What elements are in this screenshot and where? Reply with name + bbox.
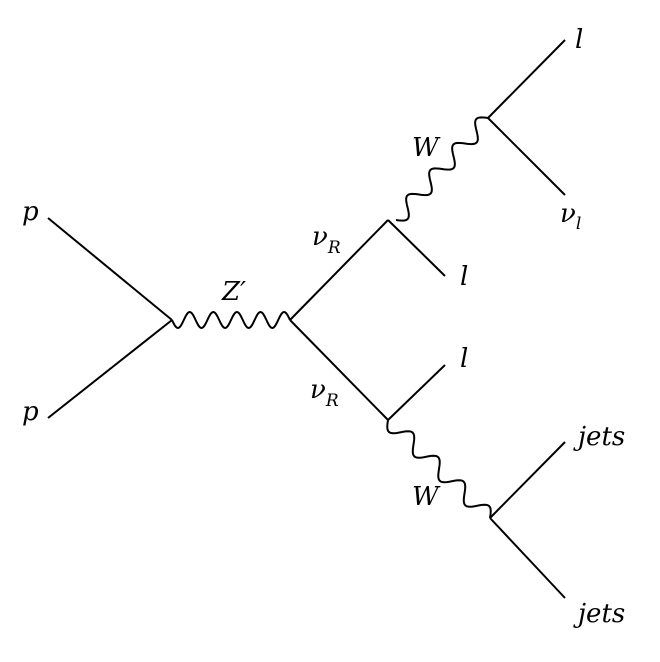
label-proton-bottom: p — [22, 397, 39, 427]
label-nu-r-top-sub: R — [327, 238, 341, 258]
label-proton-top: p — [22, 197, 39, 227]
w-top-propagator — [395, 116, 489, 222]
label-lepton-top-right: l — [575, 25, 583, 55]
label-lepton-mid-bottom: l — [460, 344, 468, 374]
label-nu-l-main: ν — [560, 199, 576, 229]
jets-bottom-line — [489, 517, 566, 599]
label-nu-r-bottom: νR — [310, 375, 339, 411]
label-jets-bottom: jets — [573, 599, 625, 629]
nu-r-top-line — [289, 219, 389, 321]
label-nu-r-bottom-sub: R — [325, 391, 339, 411]
proton-top-line — [47, 217, 173, 321]
label-jets-top: jets — [573, 422, 625, 452]
nu-r-bottom-line — [289, 319, 389, 421]
label-nu-r-bottom-main: ν — [310, 375, 326, 405]
label-lepton-mid-top: l — [460, 262, 468, 292]
proton-bottom-line — [47, 319, 173, 419]
label-zprime: Z′ — [221, 277, 246, 307]
label-w-bottom: W — [412, 482, 441, 512]
label-nu-l: νl — [560, 199, 581, 234]
label-nu-r-top-main: ν — [312, 222, 328, 252]
lepton-top-right-line — [487, 39, 566, 119]
zprime-propagator — [171, 310, 291, 330]
label-w-top: W — [412, 133, 441, 163]
lepton-mid-top-line — [387, 219, 446, 277]
lepton-mid-bottom-line — [387, 364, 446, 421]
w-bottom-propagator — [386, 419, 492, 519]
label-nu-l-sub: l — [576, 214, 581, 234]
nu-l-line — [487, 117, 566, 196]
jets-top-line — [489, 441, 566, 519]
label-nu-r-top: νR — [312, 222, 341, 258]
